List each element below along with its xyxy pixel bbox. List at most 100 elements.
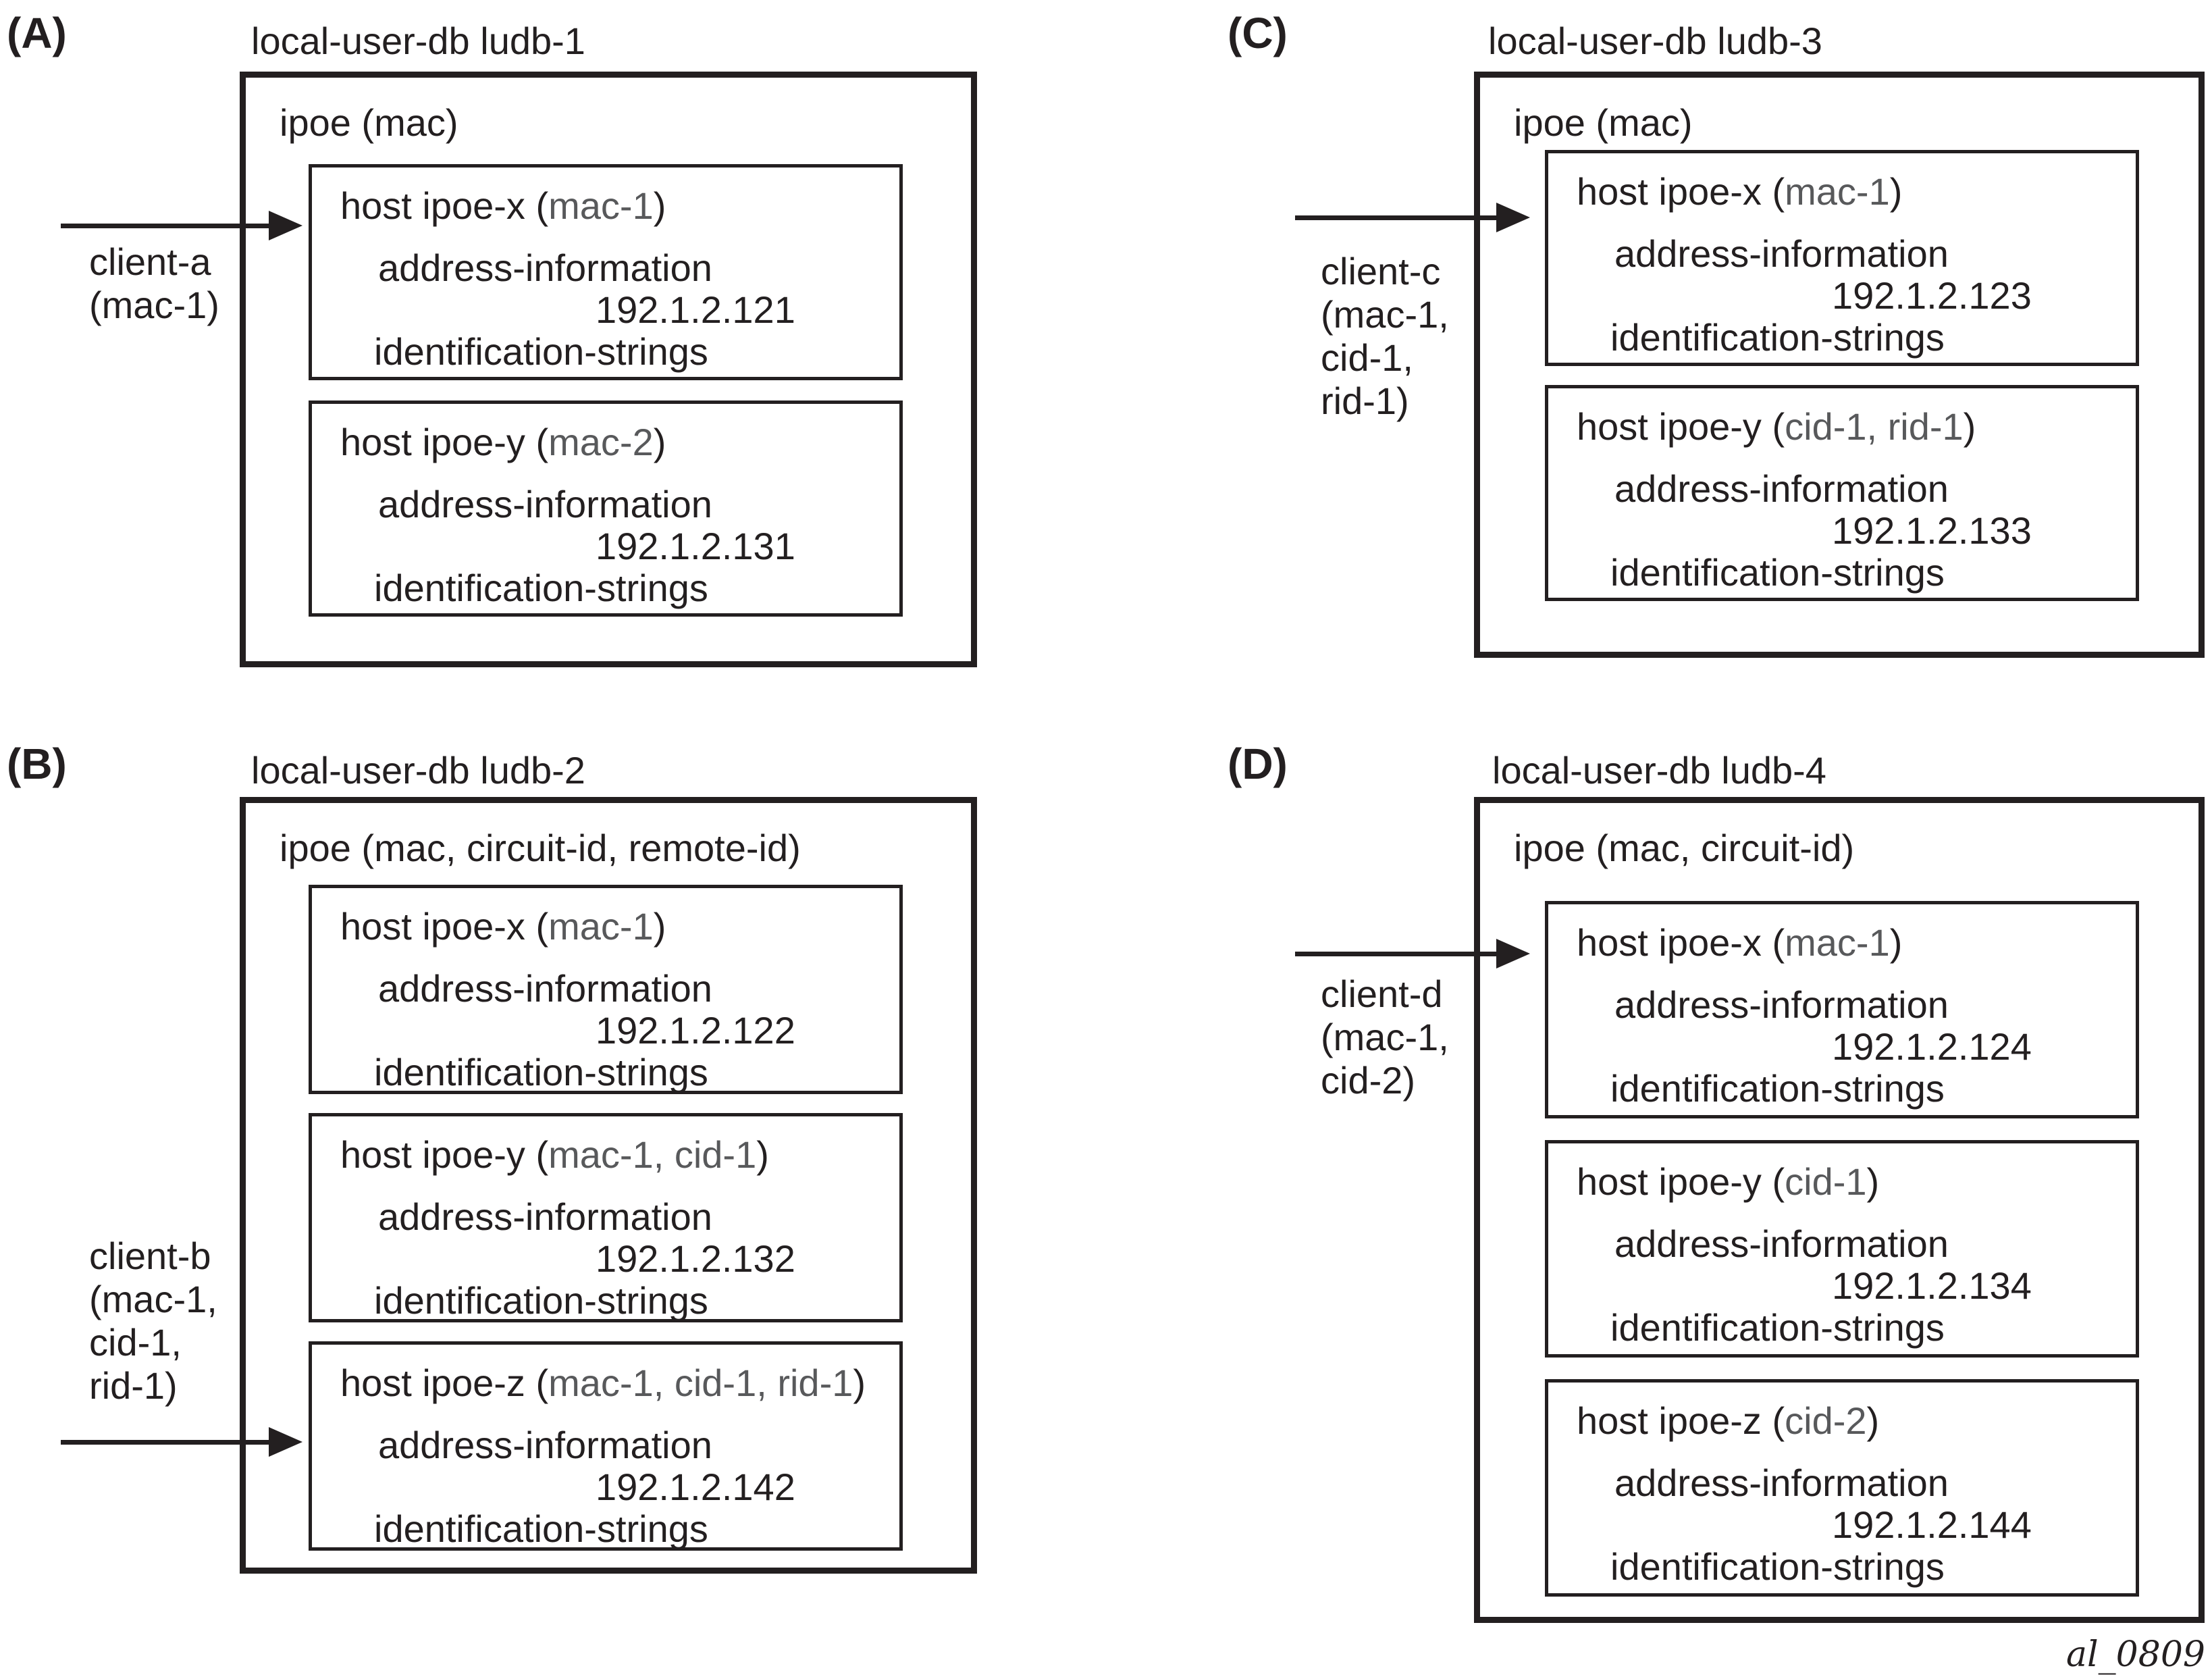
client-arrowhead-a xyxy=(269,211,302,240)
identification-strings-label: identification-strings xyxy=(374,1279,708,1322)
host-criteria-close: ) xyxy=(1963,405,1976,448)
host-criteria-close: ) xyxy=(1866,1399,1880,1442)
client-arrowhead-d xyxy=(1496,939,1530,968)
ip-address: 192.1.2.123 xyxy=(1832,274,2032,317)
host-title: host ipoe-y (cid-1, rid-1) xyxy=(1577,405,1976,448)
client-line: client-d xyxy=(1321,973,1443,1015)
host-name: host ipoe-y ( xyxy=(340,421,549,463)
client-label-b: client-b (mac-1, cid-1, rid-1) xyxy=(89,1235,217,1407)
ipoe-match-header-b: ipoe (mac, circuit-id, remote-id) xyxy=(280,827,801,869)
ip-address: 192.1.2.132 xyxy=(596,1237,795,1280)
client-arrow-shaft-a xyxy=(61,224,270,228)
ipoe-match-header-c: ipoe (mac) xyxy=(1514,101,1693,144)
ip-address: 192.1.2.124 xyxy=(1832,1025,2032,1068)
client-line: rid-1) xyxy=(89,1364,178,1407)
address-information-label: address-information xyxy=(378,247,712,289)
client-line: (mac-1, xyxy=(89,1278,217,1320)
host-name: host ipoe-y ( xyxy=(340,1133,549,1176)
client-arrowhead-b xyxy=(269,1427,302,1457)
host-criteria: mac-1 xyxy=(548,905,654,948)
client-line: (mac-1, xyxy=(1321,293,1449,336)
host-criteria: mac-1 xyxy=(1785,921,1890,964)
identification-strings-label: identification-strings xyxy=(374,1507,708,1550)
client-arrow-shaft-b xyxy=(61,1440,270,1445)
address-information-label: address-information xyxy=(1614,232,1949,275)
identification-strings-label: identification-strings xyxy=(1610,1067,1945,1110)
host-title: host ipoe-z (mac-1, cid-1, rid-1) xyxy=(340,1361,866,1405)
host-criteria: mac-1 xyxy=(1785,170,1890,213)
host-name: host ipoe-x ( xyxy=(340,184,549,227)
host-box-a1: host ipoe-x (mac-1) address-information … xyxy=(309,164,903,380)
host-criteria: mac-1 xyxy=(548,184,654,227)
host-criteria: cid-1, rid-1 xyxy=(1785,405,1964,448)
host-criteria: mac-1, cid-1 xyxy=(548,1133,757,1176)
figure-code: al_0809 xyxy=(2066,1634,2205,1675)
host-criteria-close: ) xyxy=(653,184,666,227)
host-box-d3: host ipoe-z (cid-2) address-information … xyxy=(1545,1379,2139,1597)
panel-title-b: local-user-db ludb-2 xyxy=(251,749,585,792)
host-criteria: mac-1, cid-1, rid-1 xyxy=(548,1362,853,1404)
host-criteria-close: ) xyxy=(1889,170,1903,213)
host-name: host ipoe-z ( xyxy=(1577,1399,1785,1442)
address-information-label: address-information xyxy=(378,967,712,1010)
panel-title-c: local-user-db ludb-3 xyxy=(1488,20,1822,62)
address-information-label: address-information xyxy=(1614,467,1949,510)
host-criteria-close: ) xyxy=(1866,1160,1880,1203)
host-title: host ipoe-y (mac-1, cid-1) xyxy=(340,1133,769,1177)
host-title: host ipoe-x (mac-1) xyxy=(1577,921,1902,964)
host-criteria: cid-2 xyxy=(1785,1399,1867,1442)
identification-strings-label: identification-strings xyxy=(374,330,708,373)
client-label-a: client-a (mac-1) xyxy=(89,240,219,327)
client-arrowhead-c xyxy=(1496,203,1530,232)
host-criteria-close: ) xyxy=(756,1133,769,1176)
host-title: host ipoe-y (mac-2) xyxy=(340,420,666,464)
host-box-b1: host ipoe-x (mac-1) address-information … xyxy=(309,885,903,1094)
panel-label-c: (C) xyxy=(1228,9,1288,57)
ip-address: 192.1.2.131 xyxy=(596,525,795,567)
identification-strings-label: identification-strings xyxy=(374,1051,708,1093)
ipoe-match-header-a: ipoe (mac) xyxy=(280,101,458,144)
panel-title-a: local-user-db ludb-1 xyxy=(251,20,585,62)
client-line: client-b xyxy=(89,1235,211,1277)
client-line: (mac-1) xyxy=(89,284,219,326)
client-line: cid-2) xyxy=(1321,1059,1416,1102)
client-line: client-c xyxy=(1321,250,1441,292)
host-name: host ipoe-y ( xyxy=(1577,1160,1785,1203)
client-line: (mac-1, xyxy=(1321,1016,1449,1058)
host-box-c1: host ipoe-x (mac-1) address-information … xyxy=(1545,150,2139,366)
ip-address: 192.1.2.134 xyxy=(1832,1264,2032,1307)
panel-label-d: (D) xyxy=(1228,740,1288,788)
client-line: rid-1) xyxy=(1321,380,1409,422)
ip-address: 192.1.2.144 xyxy=(1832,1503,2032,1546)
client-line: client-a xyxy=(89,240,211,283)
host-box-d2: host ipoe-y (cid-1) address-information … xyxy=(1545,1140,2139,1358)
host-box-a2: host ipoe-y (mac-2) address-information … xyxy=(309,401,903,617)
client-line: cid-1, xyxy=(1321,336,1413,379)
panel-label-b: (B) xyxy=(7,740,67,788)
host-title: host ipoe-y (cid-1) xyxy=(1577,1160,1879,1204)
host-title: host ipoe-z (cid-2) xyxy=(1577,1399,1879,1443)
ipoe-match-header-d: ipoe (mac, circuit-id) xyxy=(1514,827,1855,869)
panel-title-d: local-user-db ludb-4 xyxy=(1492,749,1826,792)
panel-label-a: (A) xyxy=(7,9,67,57)
identification-strings-label: identification-strings xyxy=(1610,316,1945,359)
identification-strings-label: identification-strings xyxy=(374,567,708,609)
host-name: host ipoe-x ( xyxy=(1577,170,1785,213)
ip-address: 192.1.2.133 xyxy=(1832,509,2032,552)
identification-strings-label: identification-strings xyxy=(1610,551,1945,594)
host-criteria-close: ) xyxy=(653,905,666,948)
ip-address: 192.1.2.122 xyxy=(596,1009,795,1052)
host-criteria: mac-2 xyxy=(548,421,654,463)
host-title: host ipoe-x (mac-1) xyxy=(340,904,666,948)
host-box-b3: host ipoe-z (mac-1, cid-1, rid-1) addres… xyxy=(309,1341,903,1551)
address-information-label: address-information xyxy=(378,1424,712,1466)
address-information-label: address-information xyxy=(1614,1462,1949,1504)
ip-address: 192.1.2.121 xyxy=(596,288,795,331)
host-box-d1: host ipoe-x (mac-1) address-information … xyxy=(1545,901,2139,1118)
client-label-c: client-c (mac-1, cid-1, rid-1) xyxy=(1321,250,1449,423)
client-arrow-shaft-d xyxy=(1295,952,1498,956)
identification-strings-label: identification-strings xyxy=(1610,1545,1945,1588)
host-criteria-close: ) xyxy=(853,1362,866,1404)
host-name: host ipoe-z ( xyxy=(340,1362,549,1404)
address-information-label: address-information xyxy=(1614,1222,1949,1265)
